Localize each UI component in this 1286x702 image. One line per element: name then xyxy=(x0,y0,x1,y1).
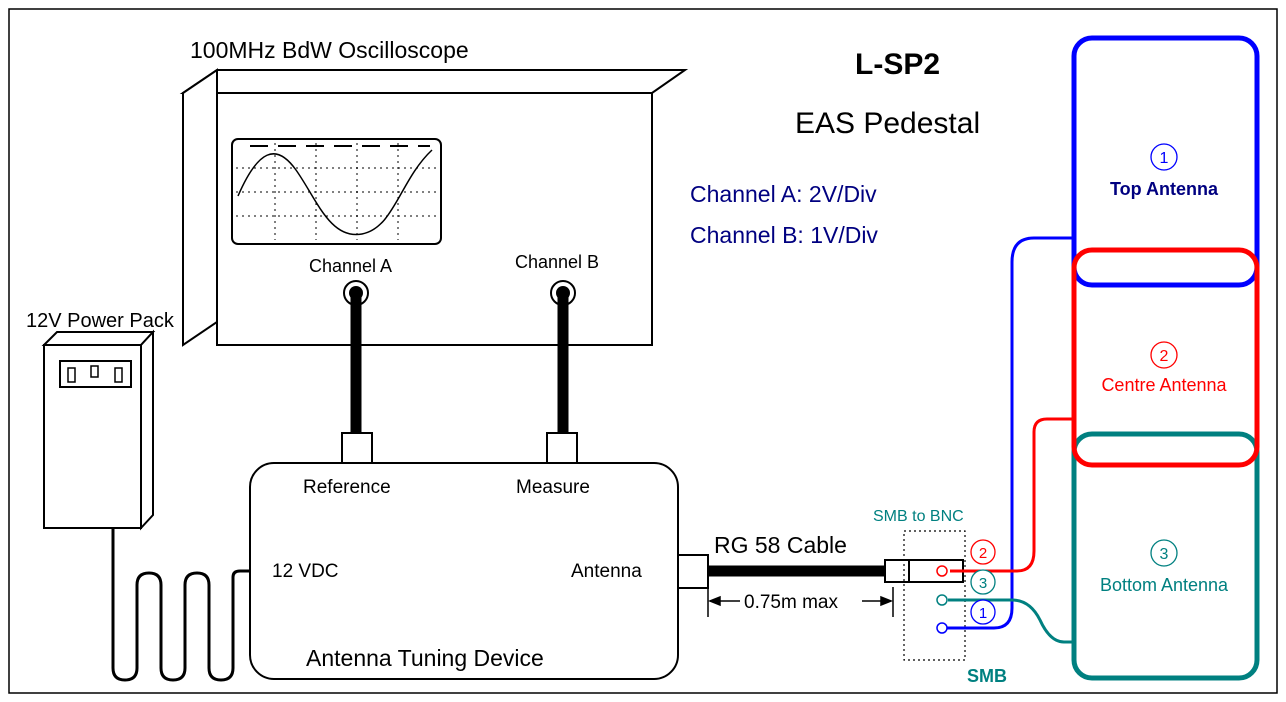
outlet-slot-right xyxy=(114,367,123,383)
power-pack-label: 12V Power Pack xyxy=(26,310,175,332)
outer-frame xyxy=(8,8,1278,694)
antenna-tuning-device: Reference Measure 12 VDC Antenna Antenna… xyxy=(249,462,709,680)
bottom-antenna-feed-wire xyxy=(948,598,1075,644)
page-title: L-SP2 xyxy=(855,48,940,81)
power-pack-side-face xyxy=(140,329,154,531)
centre-antenna-feed-wire xyxy=(950,417,1075,573)
top-antenna-label: Top Antenna xyxy=(1110,179,1219,199)
power-pack: 12V Power Pack xyxy=(26,310,175,531)
top-antenna-loop xyxy=(1071,35,1260,288)
bottom-antenna-number: 3 xyxy=(1150,539,1178,567)
measure-plug xyxy=(546,432,578,464)
oscilloscope-label: 100MHz BdW Oscilloscope xyxy=(190,37,469,63)
cable-length-dimension xyxy=(707,587,894,617)
antenna-port-label: Antenna xyxy=(571,561,642,582)
top-pin-number: 1 xyxy=(970,599,996,625)
top-smb-pin xyxy=(936,622,948,634)
power-cord xyxy=(111,528,251,682)
centre-pin-number: 2 xyxy=(970,539,996,565)
bottom-pin-number-text: 3 xyxy=(979,575,987,592)
top-antenna-number: 1 xyxy=(1150,143,1178,171)
channel-a-label: Channel A xyxy=(309,256,392,276)
centre-smb-pin xyxy=(936,565,948,577)
oscilloscope-top-face xyxy=(179,69,689,94)
smb-label: SMB xyxy=(967,666,1007,686)
power-pack-top-face xyxy=(41,331,156,346)
bottom-antenna-loop xyxy=(1071,431,1260,681)
smb-to-bnc-adapter: SMB to BNC SMB xyxy=(873,508,1007,686)
channel-a-setting: Channel A: 2V/Div xyxy=(690,181,877,207)
cable-plug xyxy=(884,559,910,583)
tuning-device-label: Antenna Tuning Device xyxy=(306,645,544,671)
adapter-label: SMB to BNC xyxy=(873,508,964,525)
oscilloscope-screen xyxy=(231,138,442,245)
bottom-smb-pin xyxy=(936,594,948,606)
centre-antenna-number: 2 xyxy=(1150,341,1178,369)
cable-label: RG 58 Cable xyxy=(714,532,847,558)
reference-plug xyxy=(341,432,373,464)
channel-b-setting: Channel B: 1V/Div xyxy=(690,222,878,248)
dc-input-label: 12 VDC xyxy=(272,561,339,582)
adapter-outline xyxy=(903,530,966,661)
centre-antenna-loop xyxy=(1071,247,1260,468)
oscilloscope-waveform xyxy=(237,149,433,236)
page-subtitle: EAS Pedestal xyxy=(795,107,980,140)
oscilloscope-side-face xyxy=(182,68,218,347)
outlet-slot-middle xyxy=(90,365,99,378)
antenna-port-connector xyxy=(677,554,709,589)
centre-antenna-number-text: 2 xyxy=(1160,348,1169,365)
top-pin-number-text: 1 xyxy=(979,605,987,622)
reference-label: Reference xyxy=(303,477,391,498)
oscilloscope: 100MHz BdW Oscilloscope Channel A Channe… xyxy=(179,37,689,347)
centre-antenna-label: Centre Antenna xyxy=(1101,375,1227,395)
top-antenna-feed-wire xyxy=(938,236,1075,630)
bottom-antenna-number-text: 3 xyxy=(1160,546,1169,563)
channel-b-label: Channel B xyxy=(515,252,599,272)
cable-length-label: 0.75m max xyxy=(744,592,838,613)
top-antenna-number-text: 1 xyxy=(1160,150,1169,167)
measure-label: Measure xyxy=(516,477,590,498)
bottom-pin-number: 3 xyxy=(970,569,996,595)
bottom-antenna-label: Bottom Antenna xyxy=(1100,575,1229,595)
centre-pin-number-text: 2 xyxy=(979,545,987,562)
outlet-slot-left xyxy=(67,367,76,383)
oscilloscope-graticule xyxy=(236,143,437,240)
